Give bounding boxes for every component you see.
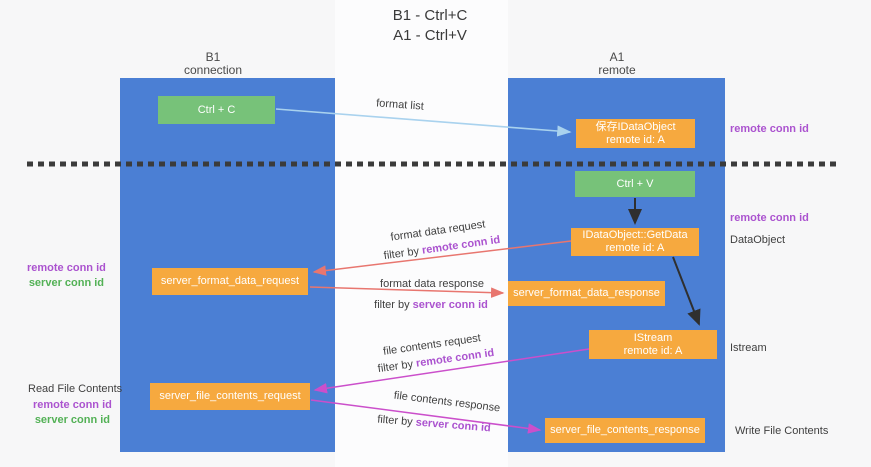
- istream-box: IStream remote id: A: [589, 330, 717, 359]
- getdata-box: IDataObject::GetData remote id: A: [571, 228, 699, 256]
- read-file-contents-label: Read File Contents: [28, 383, 123, 395]
- lane-b1-role: connection: [183, 63, 243, 77]
- server-conn-id-label-left2: server conn id: [34, 414, 111, 426]
- ctrl-v-label: Ctrl + V: [616, 177, 654, 190]
- format-response-arrow: [309, 286, 505, 298]
- save-dataobject-line1: 保存IDataObject: [595, 120, 676, 133]
- title-line-2: A1 - Ctrl+V: [393, 27, 467, 44]
- remote-conn-id-label-top: remote conn id: [730, 123, 809, 135]
- server-conn-id-label-left: server conn id: [28, 277, 105, 289]
- istream-line2: remote id: A: [623, 344, 683, 357]
- left-conn-ids-mid: remote conn id server conn id: [27, 261, 106, 291]
- format-list-arrow: [275, 108, 572, 137]
- lane-header-a1: A1 remote: [598, 51, 635, 77]
- format-data-response-edge-label: format data response: [380, 278, 484, 290]
- save-dataobject-line2: remote id: A: [606, 133, 665, 146]
- ctrl-c-label: Ctrl + C: [197, 103, 236, 116]
- write-file-contents-label: Write File Contents: [735, 425, 829, 437]
- save-dataobject-box: 保存IDataObject remote id: A: [576, 119, 695, 148]
- server-format-data-response-box: server_format_data_response: [508, 281, 665, 306]
- getdata-line2: remote id: A: [605, 242, 665, 254]
- getdata-line1: IDataObject::GetData: [582, 229, 688, 241]
- middle-strip: [335, 0, 508, 467]
- lane-b1-name: B1: [205, 50, 221, 64]
- remote-conn-id-label-left: remote conn id: [27, 262, 106, 274]
- lane-header-b1: B1 connection: [184, 51, 242, 77]
- server-format-data-request-box: server_format_data_request: [152, 268, 308, 295]
- remote-conn-id-label-left2: remote conn id: [33, 399, 112, 411]
- lane-a1-name: A1: [609, 50, 625, 64]
- server-format-data-request-label: server_format_data_request: [160, 275, 300, 287]
- istream-line1: IStream: [633, 331, 673, 344]
- left-conn-ids-bottom: remote conn id server conn id: [33, 398, 112, 428]
- ctrl-v-box: Ctrl + V: [575, 171, 695, 197]
- server-file-contents-request-label: server_file_contents_request: [159, 390, 301, 402]
- filter-by-text: filter by: [374, 299, 410, 311]
- format-request-arrow: [312, 240, 572, 276]
- title-line-1: B1 - Ctrl+C: [392, 7, 468, 24]
- file-request-arrow: [313, 348, 590, 394]
- dataobject-label: DataObject: [730, 234, 786, 246]
- server-file-contents-request-box: server_file_contents_request: [150, 383, 310, 410]
- server-conn-id-inline: server conn id: [412, 299, 488, 311]
- server-file-contents-response-label: server_file_contents_response: [550, 424, 700, 436]
- file-response-arrow: [310, 399, 542, 434]
- page-title: B1 - Ctrl+C A1 - Ctrl+V: [393, 6, 468, 46]
- server-format-data-response-label: server_format_data_response: [513, 287, 660, 299]
- lane-a1-role: remote: [598, 63, 636, 77]
- server-file-contents-response-box: server_file_contents_response: [545, 418, 705, 443]
- remote-conn-id-label-mid: remote conn id: [730, 212, 809, 224]
- getdata-to-istream-arrow: [672, 256, 701, 326]
- filter-by-server-label-1: filter by server conn id: [374, 299, 488, 311]
- ctrl-c-box: Ctrl + C: [158, 96, 275, 124]
- istream-side-label: Istream: [730, 342, 767, 354]
